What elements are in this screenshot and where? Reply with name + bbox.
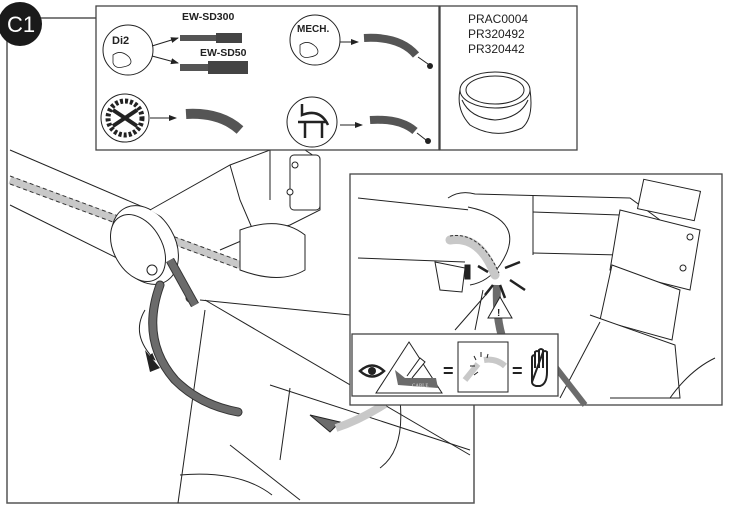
compatibility-panel: Di2 EW-SD300 EW-SD50 MECH. bbox=[95, 5, 440, 151]
main-frame bbox=[6, 17, 475, 504]
equals-sign: = bbox=[512, 361, 523, 381]
warning-triangle-icon: ! bbox=[487, 295, 513, 319]
part-code: PR320442 bbox=[468, 42, 525, 56]
cable-sharp-edge-icon: CABLE bbox=[375, 341, 443, 394]
cable-housing-icon bbox=[363, 33, 433, 69]
main-illustration bbox=[8, 149, 471, 504]
internal-cable-downtube bbox=[334, 400, 388, 432]
stem-bolt bbox=[146, 264, 158, 276]
stop-hand-icon bbox=[530, 348, 548, 387]
headset-spacer-ring-icon bbox=[458, 71, 532, 134]
cable-loop bbox=[138, 257, 243, 417]
di2-derailleur-icon: Di2 bbox=[102, 24, 154, 76]
disc-rotor-icon bbox=[100, 93, 150, 143]
part-code: PR320492 bbox=[468, 27, 525, 41]
part-code: PRAC0004 bbox=[468, 12, 528, 26]
connector-label-ew-sd50: EW-SD50 bbox=[200, 47, 247, 59]
cable-housing-icon bbox=[369, 115, 431, 144]
eye-icon bbox=[358, 364, 386, 378]
internal-cable-dashed bbox=[445, 234, 500, 280]
parts-panel: PRAC0004 PR320492 PR320442 bbox=[439, 5, 578, 151]
rim-brake-caliper-icon bbox=[286, 96, 338, 148]
di2-connector-icon bbox=[180, 61, 248, 74]
equals-sign: = bbox=[443, 361, 454, 381]
step-badge: C1 bbox=[0, 2, 42, 46]
mechanical-derailleur-icon: MECH. bbox=[289, 14, 341, 66]
warning-legend: CABLE = = bbox=[351, 333, 559, 397]
mech-label: MECH. bbox=[297, 24, 329, 35]
routing-arrow-icon bbox=[138, 309, 156, 361]
svg-text:!: ! bbox=[497, 308, 500, 319]
di2-connector-icon bbox=[180, 33, 242, 43]
damage-spark bbox=[477, 260, 526, 299]
hydraulic-hose-icon bbox=[185, 108, 244, 134]
cable-label: CABLE bbox=[412, 384, 428, 389]
cable-damage-icon bbox=[457, 341, 509, 393]
connector-label-ew-sd300: EW-SD300 bbox=[182, 11, 234, 23]
di2-brand-label: Di2 bbox=[112, 35, 129, 47]
step-badge-label: C1 bbox=[7, 12, 35, 37]
